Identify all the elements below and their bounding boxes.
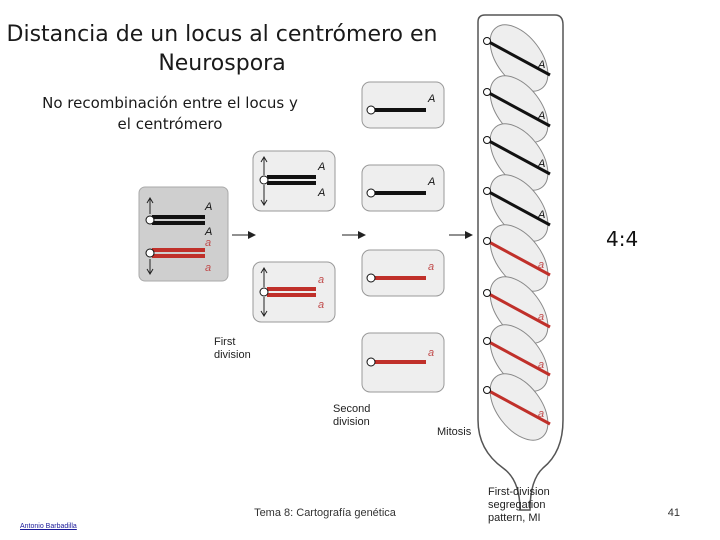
ascospore-5: a xyxy=(483,224,551,292)
second-division-cell-3: a xyxy=(361,249,445,297)
second-2-allele: A xyxy=(427,176,435,188)
author-link[interactable]: Antonio Barbadilla xyxy=(20,523,77,530)
ascus: A A A A a a xyxy=(477,14,564,511)
slide-title: Distancia de un locus al centrómero en N… xyxy=(6,22,438,76)
first-division-cell-top: A A xyxy=(252,150,336,212)
meiocyte-allele-r1: a xyxy=(205,237,211,249)
second-division-label: Second division xyxy=(333,403,371,428)
second-division-cell-2: A xyxy=(361,164,445,212)
second-1-allele: A xyxy=(427,93,435,105)
segregation-pattern-label: First-division segregation pattern, MI xyxy=(488,486,550,524)
ascospore-8: a xyxy=(483,373,551,441)
meiocyte-cell: A A a a xyxy=(138,186,229,282)
second-division-cell-1: A xyxy=(361,81,445,129)
first-bottom-allele-2: a xyxy=(318,299,324,311)
arrow-to-first-division xyxy=(232,231,256,239)
footer-topic: Tema 8: Cartografía genética xyxy=(254,507,396,519)
first-bottom-allele-1: a xyxy=(318,274,324,286)
first-division-cell-bottom: a a xyxy=(252,261,336,323)
mitosis-label: Mitosis xyxy=(437,426,472,438)
spore-1-allele: A xyxy=(537,59,545,71)
page-number: 41 xyxy=(667,507,680,519)
second-4-allele: a xyxy=(428,347,434,359)
first-top-allele-1: A xyxy=(317,161,325,173)
spore-2-allele: A xyxy=(537,110,545,122)
spore-8-allele: a xyxy=(538,408,544,420)
spore-7-allele: a xyxy=(538,359,544,371)
slide-subtitle: No recombinación entre el locus y el cen… xyxy=(42,94,298,133)
meiocyte-allele-a1: A xyxy=(204,201,212,213)
first-top-allele-2: A xyxy=(317,187,325,199)
first-division-label: First division xyxy=(214,336,251,361)
arrow-to-second-division xyxy=(342,231,366,239)
spore-6-allele: a xyxy=(538,311,544,323)
spore-3-allele: A xyxy=(537,158,545,170)
second-3-allele: a xyxy=(428,261,434,273)
ascospore-1: A xyxy=(483,24,551,92)
second-division-cell-4: a xyxy=(361,332,445,393)
segregation-ratio: 4:4 xyxy=(606,227,639,251)
meiocyte-allele-a2: A xyxy=(204,226,212,238)
meiocyte-allele-r2: a xyxy=(205,262,211,274)
arrow-to-mitosis xyxy=(449,231,473,239)
spore-5-allele: a xyxy=(538,259,544,271)
spore-4-allele: A xyxy=(537,209,545,221)
ascospore-3: A xyxy=(483,123,551,191)
